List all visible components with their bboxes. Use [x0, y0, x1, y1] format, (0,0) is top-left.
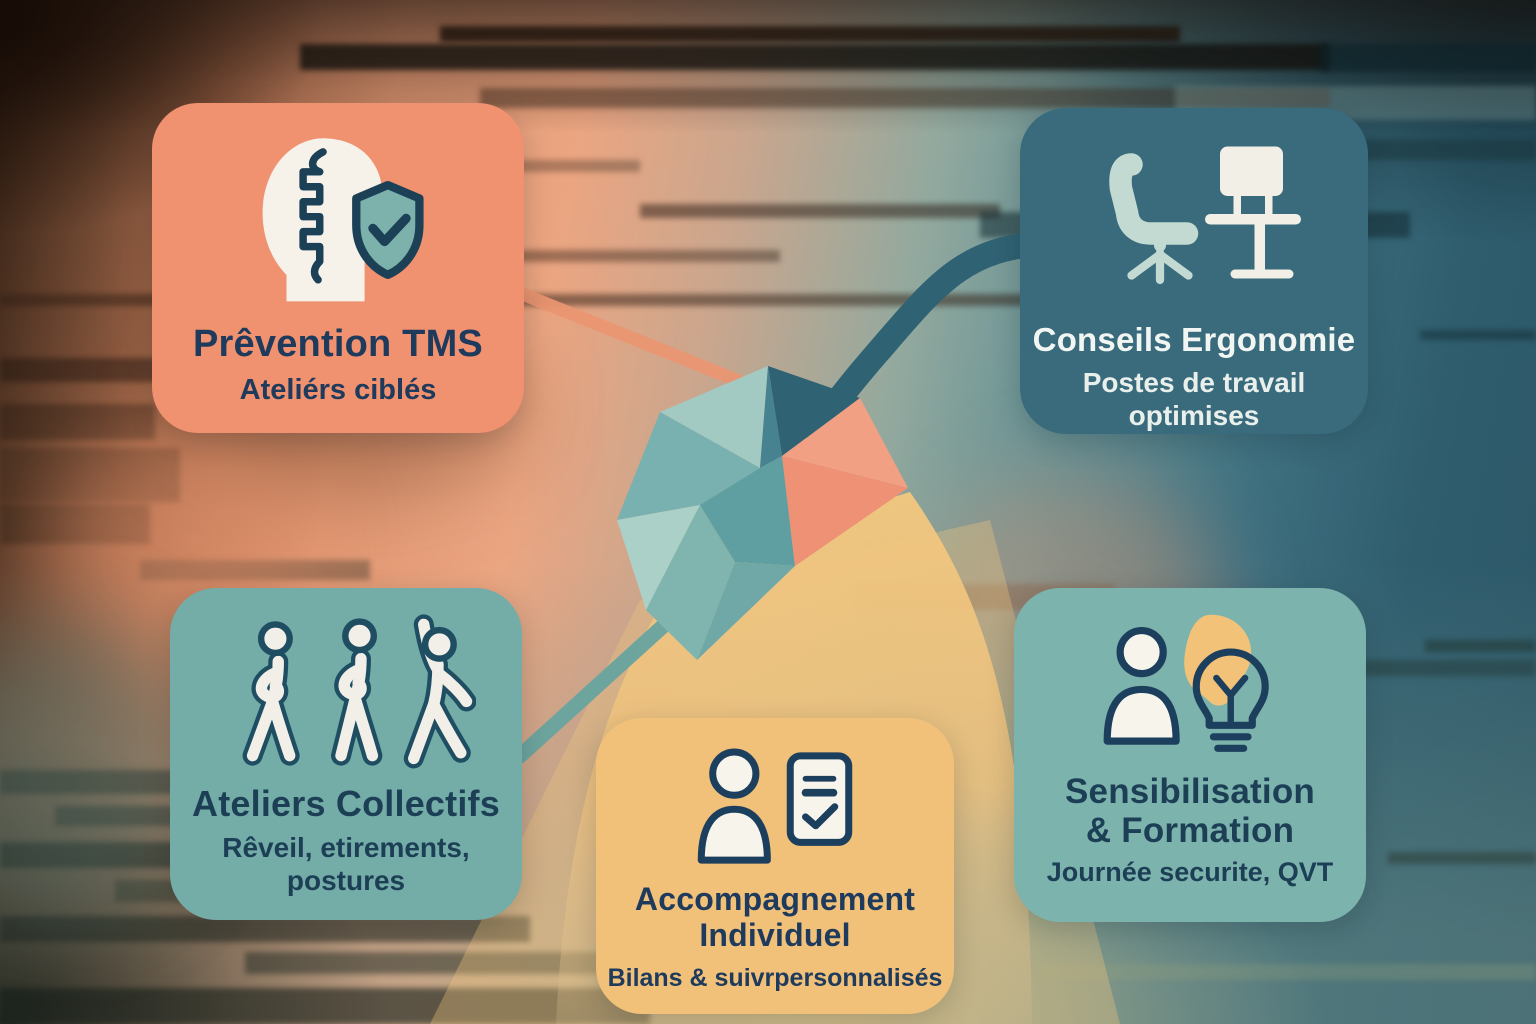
glitch-stripe	[1425, 640, 1536, 652]
card-title: Conseils Ergonomie	[1032, 321, 1356, 358]
card-subtitle: Bilans & suivrpersonnalisés	[607, 963, 943, 992]
card-conseils-ergonomie: Conseils Ergonomie Postes de travail opt…	[1020, 108, 1368, 434]
glitch-stripe	[0, 916, 530, 942]
group-stretching-icon	[216, 588, 476, 784]
card-ateliers-collectifs: Ateliers Collectifs Rêveil, etirements, …	[170, 588, 522, 920]
card-title: Prêvention TMS	[193, 323, 483, 365]
card-accompagnement-individuel: Accompagnement Individuel Bilans & suivr…	[596, 718, 954, 1014]
glitch-stripe	[640, 204, 1000, 218]
card-subtitle: Journée securite, QVT	[1046, 857, 1334, 888]
glitch-stripe	[0, 504, 150, 544]
glitch-stripe	[0, 448, 180, 502]
card-title: Sensibilisation & Formation	[1065, 772, 1315, 851]
person-lightbulb-icon	[1088, 588, 1293, 772]
connector-line-prevention	[493, 278, 773, 399]
haze-patch	[0, 620, 200, 920]
ergonomic-desk-icon	[1082, 108, 1307, 322]
card-title: Ateliers Collectifs	[192, 783, 500, 824]
glitch-stripe	[0, 988, 650, 1024]
person-checklist-icon	[686, 718, 864, 882]
card-prevention-tms: Prêvention TMS Ateliérs ciblés	[152, 103, 524, 433]
card-subtitle: Postes de travail optimises	[1082, 366, 1306, 431]
glitch-stripe	[440, 26, 1180, 42]
glitch-stripe	[1320, 44, 1536, 72]
glitch-stripe	[0, 358, 170, 382]
glitch-stripe	[480, 88, 1330, 108]
glitch-stripe	[140, 560, 370, 580]
umbrella-canopy	[617, 366, 908, 660]
spine-shield-icon	[230, 103, 446, 323]
card-subtitle: Ateliérs ciblés	[239, 373, 437, 406]
glitch-stripe	[1040, 964, 1536, 980]
glitch-stripe	[0, 404, 155, 440]
glitch-stripe	[1420, 330, 1536, 340]
glitch-stripe	[1388, 852, 1536, 864]
card-sensibilisation-formation: Sensibilisation & Formation Journée secu…	[1014, 588, 1366, 922]
card-title: Accompagnement Individuel	[634, 881, 916, 953]
glitch-stripe	[300, 44, 1330, 70]
card-subtitle: Rêveil, etirements, postures	[222, 832, 470, 897]
